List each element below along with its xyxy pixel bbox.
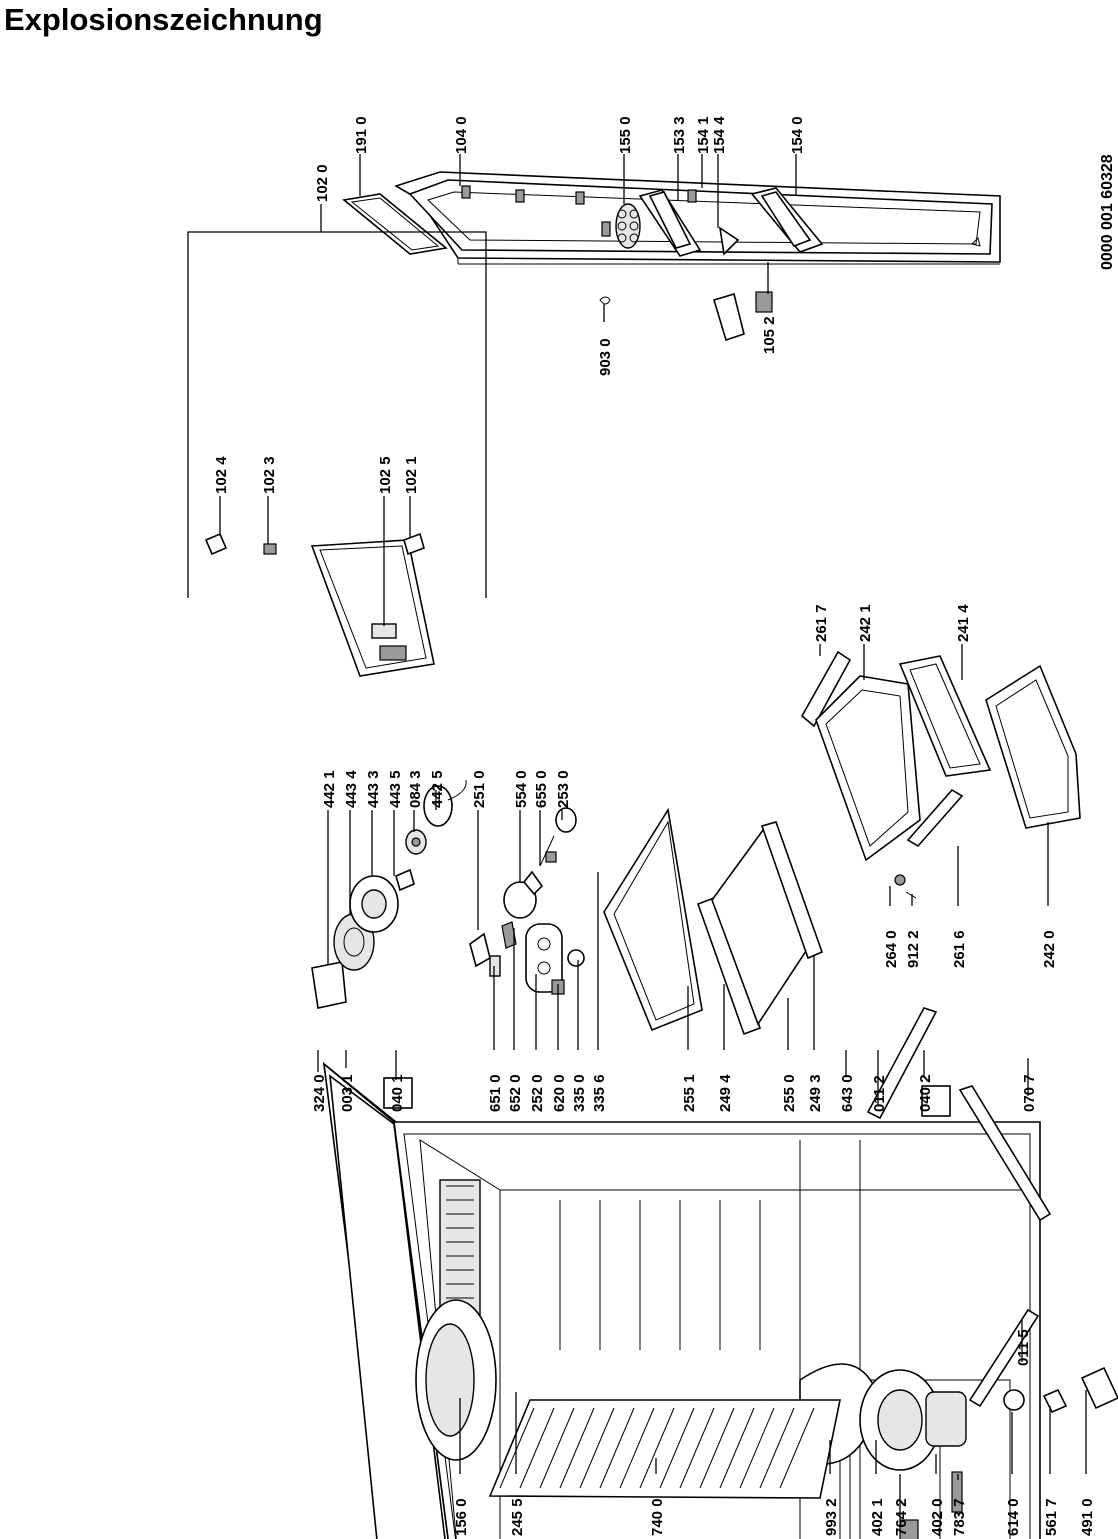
label-1025: 102 5 <box>377 456 394 494</box>
label-2494: 249 4 <box>717 1074 734 1112</box>
label-4434: 443 4 <box>343 770 360 808</box>
label-1910: 191 0 <box>353 116 370 154</box>
label-4425: 442 5 <box>429 770 446 808</box>
label-4421: 442 1 <box>321 770 338 808</box>
label-7400: 740 0 <box>649 1498 666 1536</box>
label-6510: 651 0 <box>487 1074 504 1112</box>
label-6200: 620 0 <box>551 1074 568 1112</box>
label-2414: 241 4 <box>955 604 972 642</box>
label-0112: 011 2 <box>871 1075 888 1112</box>
drawer-icon <box>800 650 1081 899</box>
label-9122: 912 2 <box>905 930 922 968</box>
label-1052: 105 2 <box>761 316 778 354</box>
label-2551: 255 1 <box>681 1074 698 1112</box>
label-0401: 040 1 <box>389 1074 406 1112</box>
label-9932: 993 2 <box>823 1498 840 1536</box>
label-5617: 561 7 <box>1043 1498 1060 1536</box>
label-2520: 252 0 <box>529 1074 546 1112</box>
label-3350: 335 0 <box>571 1074 588 1112</box>
label-1550: 155 0 <box>617 116 634 154</box>
label-2530: 253 0 <box>555 770 572 808</box>
label-4433: 443 3 <box>365 770 382 808</box>
label-2421: 242 1 <box>857 604 874 642</box>
label-6140: 614 0 <box>1005 1498 1022 1536</box>
compressor-icon <box>415 1299 967 1539</box>
label-1541: 154 1 <box>695 116 712 154</box>
label-7642: 764 2 <box>893 1498 910 1536</box>
label-1021: 102 1 <box>403 456 420 494</box>
label-2455: 245 5 <box>509 1498 526 1536</box>
label-1024: 102 4 <box>213 456 230 494</box>
document-id: 0000 001 60328 <box>1099 154 1116 270</box>
label-6430: 643 0 <box>839 1074 856 1112</box>
cover-plate-icon <box>204 532 435 677</box>
label-4910: 491 0 <box>1079 1498 1096 1536</box>
hinge-icon <box>599 291 773 342</box>
label-1533: 153 3 <box>671 116 688 154</box>
label-0402: 040 2 <box>917 1074 934 1112</box>
page-title: Explosionszeichnung <box>4 2 323 37</box>
label-5540: 554 0 <box>513 770 530 808</box>
label-2616: 261 6 <box>951 930 968 968</box>
label-4020: 402 0 <box>929 1498 946 1536</box>
fan-motor-icon <box>311 779 467 1009</box>
part-group-bracket <box>187 204 487 598</box>
side-rail-icon <box>383 1007 1052 1408</box>
label-6520: 652 0 <box>507 1074 524 1112</box>
label-3240: 324 0 <box>311 1074 328 1112</box>
label-7837: 783 7 <box>951 1498 968 1536</box>
label-4435: 443 5 <box>387 770 404 808</box>
small-parts-icon <box>951 1366 1118 1513</box>
label-0115: 011 5 <box>1015 1329 1032 1366</box>
label-3356: 335 6 <box>591 1074 608 1112</box>
label-0843: 084 3 <box>407 770 424 808</box>
label-6550: 655 0 <box>533 770 550 808</box>
glass-shelf-icon <box>603 807 824 1036</box>
label-9030: 903 0 <box>597 338 614 376</box>
label-1040: 104 0 <box>453 116 470 154</box>
label-2510: 251 0 <box>471 770 488 808</box>
condenser-icon <box>488 1399 841 1499</box>
refrigerator-door-icon <box>342 171 1001 265</box>
label-2493: 249 3 <box>807 1074 824 1112</box>
label-2550: 255 0 <box>781 1074 798 1112</box>
label-1544: 154 4 <box>711 116 728 154</box>
thermostat-icon <box>469 807 585 995</box>
label-1020: 102 0 <box>314 164 331 202</box>
leader-lines <box>219 154 1087 1520</box>
label-0031: 003 1 <box>339 1074 356 1112</box>
label-2420: 242 0 <box>1041 930 1058 968</box>
label-0707: 070 7 <box>1021 1074 1038 1112</box>
label-1023: 102 3 <box>261 456 278 494</box>
label-2617: 261 7 <box>813 604 830 642</box>
label-2640: 264 0 <box>883 930 900 968</box>
part-labels: 191 0 104 0 155 0 153 3 154 1 154 4 154 … <box>213 116 1116 1536</box>
label-1540: 154 0 <box>789 116 806 154</box>
label-1560: 156 0 <box>453 1498 470 1536</box>
label-4021: 402 1 <box>869 1498 886 1536</box>
